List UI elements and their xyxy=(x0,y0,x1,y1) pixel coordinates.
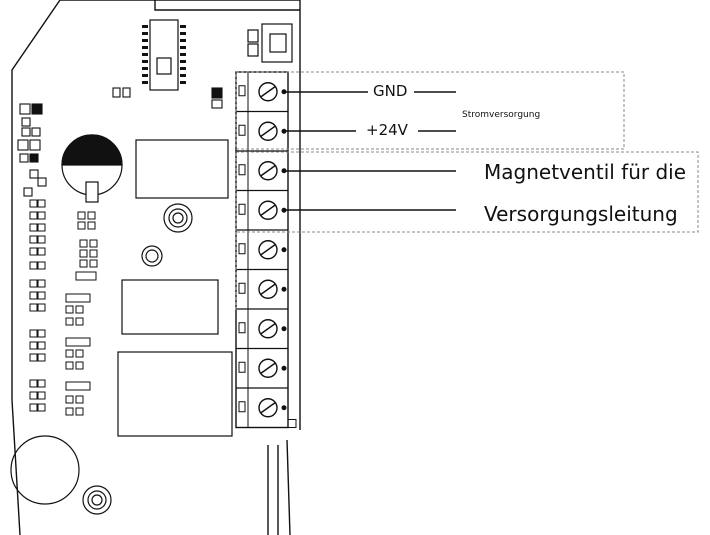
terminal-latch xyxy=(238,124,246,136)
terminal-contact xyxy=(281,207,287,213)
power-supply-box xyxy=(235,71,625,150)
terminal-contact xyxy=(281,286,287,292)
terminal-contact xyxy=(281,405,287,411)
ic-chip xyxy=(142,19,186,91)
dashed-groups xyxy=(235,71,699,312)
terminal-screw-slot xyxy=(260,323,276,335)
pcb-board xyxy=(11,0,301,535)
power-supply-label: Stromversorgung xyxy=(462,110,541,120)
terminal-screw-slot xyxy=(260,244,276,256)
terminal-contact xyxy=(281,365,287,371)
terminal-screw-slot xyxy=(260,165,276,177)
potentiometer xyxy=(61,134,123,203)
terminal-screw-slot xyxy=(260,362,276,374)
screw-holes xyxy=(10,203,193,515)
terminal-block xyxy=(235,71,297,429)
valve-label-line2: Versorgungsleitung xyxy=(484,202,678,226)
terminal-screw-slot xyxy=(260,125,276,137)
terminal-latch xyxy=(238,361,246,373)
smd-components xyxy=(17,87,223,197)
valve-box xyxy=(235,151,699,233)
relay-blocks xyxy=(117,139,233,437)
terminal-contact xyxy=(281,168,287,174)
terminal-end-cap xyxy=(287,419,297,428)
wire-leads xyxy=(286,91,456,211)
terminal-latch xyxy=(238,164,246,176)
terminal-latch xyxy=(238,203,246,215)
terminal-contact xyxy=(281,128,287,134)
terminal-screw-slot xyxy=(260,402,276,414)
terminal-screw-slot xyxy=(260,86,276,98)
terminal-latch xyxy=(238,322,246,334)
component-column xyxy=(29,199,98,416)
board-connector xyxy=(247,23,293,63)
terminal-screw-slot xyxy=(260,283,276,295)
v24-label: +24V xyxy=(366,121,408,139)
terminal-latch xyxy=(238,282,246,294)
terminal-screw-slot xyxy=(260,204,276,216)
terminal-latch xyxy=(238,85,246,97)
valve-label-line1: Magnetventil für die xyxy=(484,160,687,184)
gnd-label: GND xyxy=(373,82,408,100)
terminal-latch xyxy=(238,243,246,255)
terminal-contact xyxy=(281,89,287,95)
terminal-contact xyxy=(281,247,287,253)
terminal-latch xyxy=(238,401,246,413)
terminal-contact xyxy=(281,326,287,332)
